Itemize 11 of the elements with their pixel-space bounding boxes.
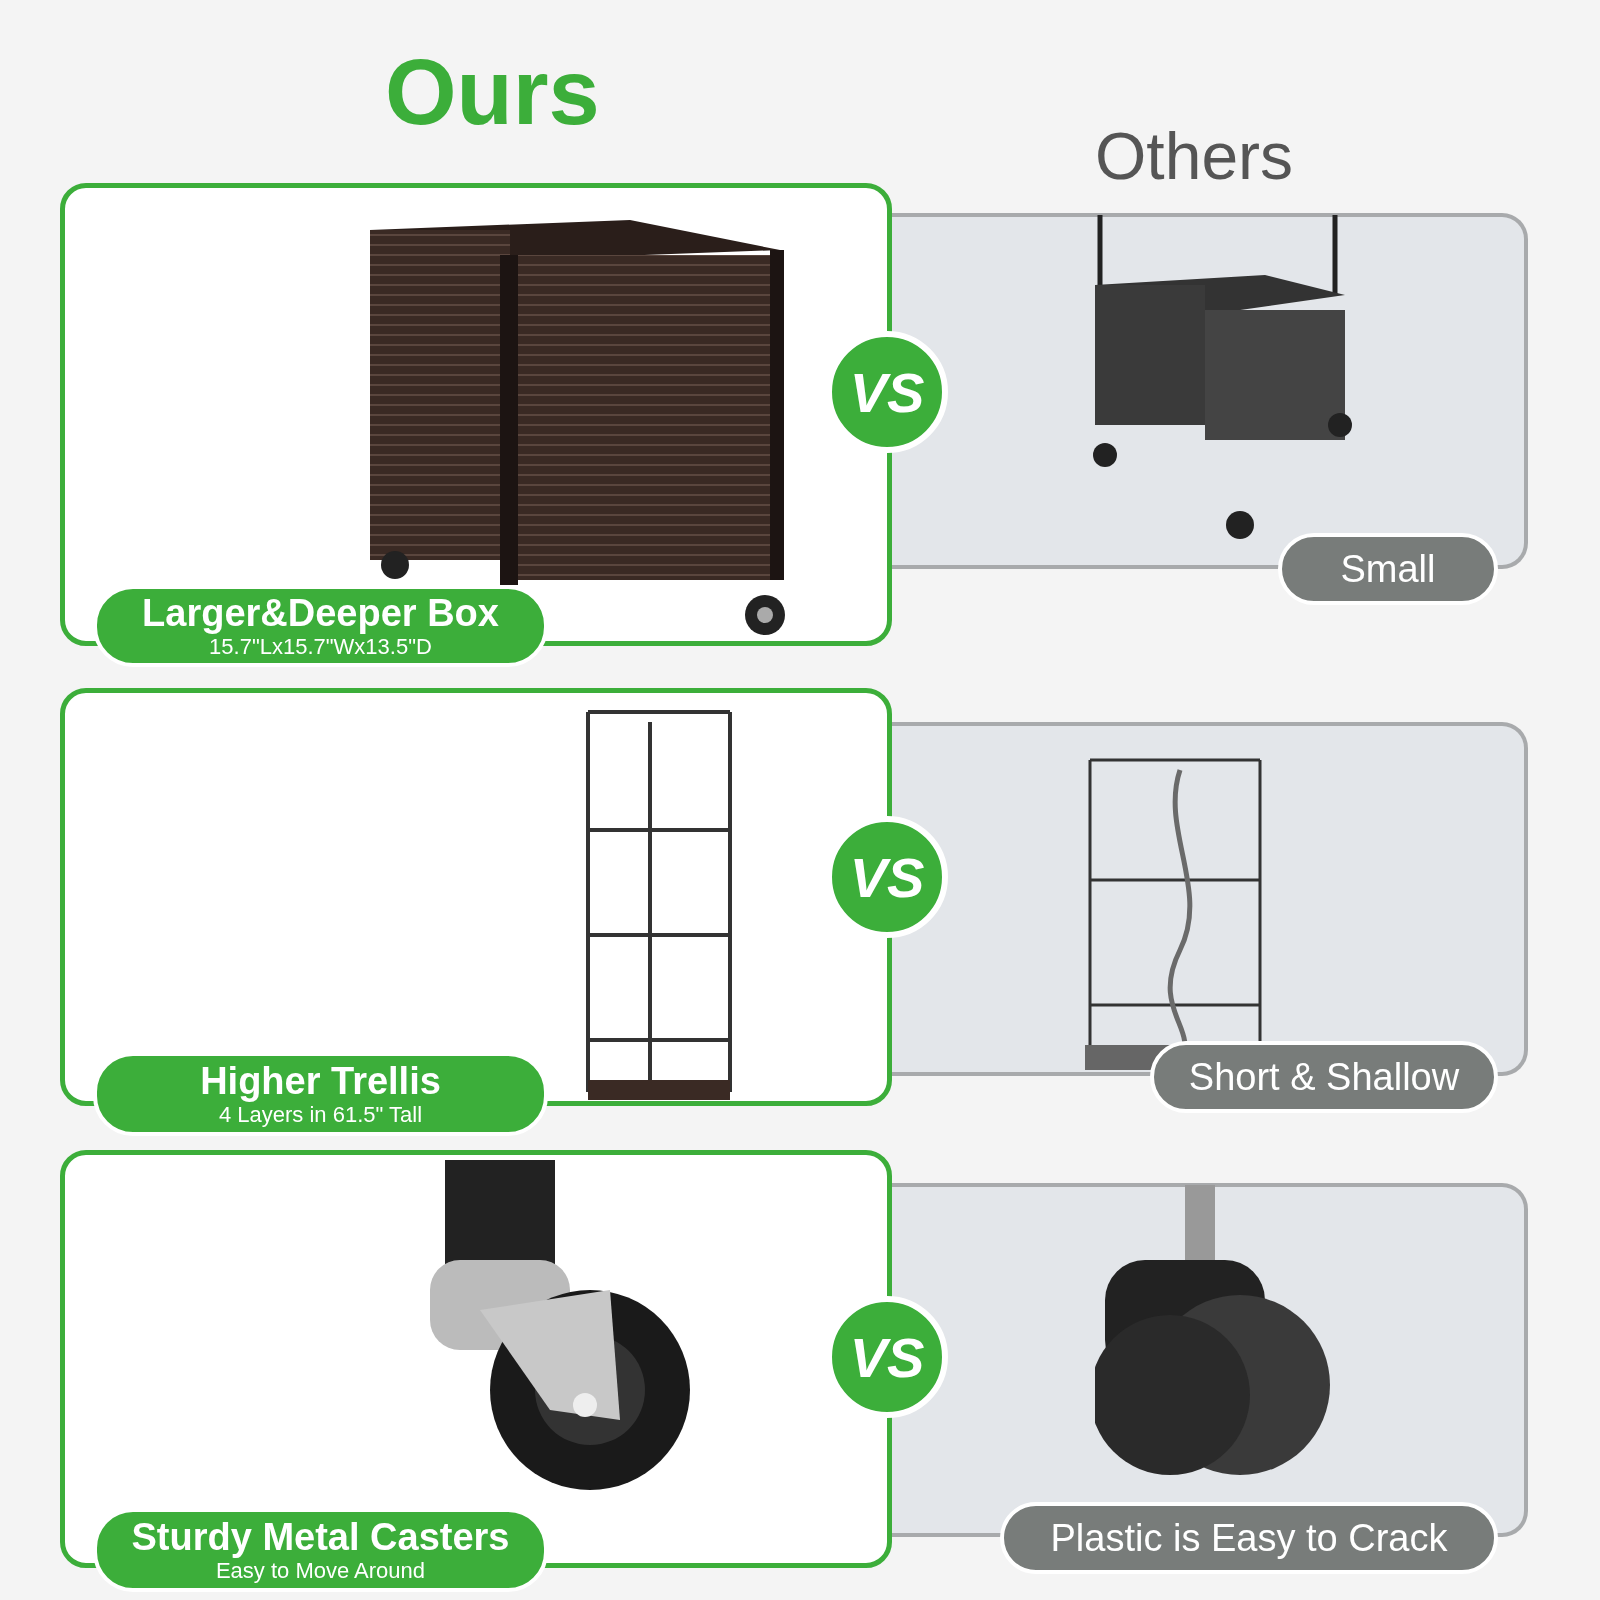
- feature-badge: Small: [1278, 533, 1498, 605]
- badge-subtitle: 4 Layers in 61.5" Tall: [218, 1102, 423, 1128]
- badge-title: Sturdy Metal Casters: [131, 1516, 510, 1558]
- feature-badge: Short & Shallow: [1150, 1041, 1498, 1113]
- badge-subtitle: 15.7"Lx15.7"Wx13.5"D: [209, 634, 432, 660]
- badge-title: Larger&Deeper Box: [142, 592, 499, 634]
- column-heading: Ours: [385, 40, 600, 145]
- badge-subtitle: Easy to Move Around: [215, 1558, 426, 1584]
- column-heading: Others: [1095, 118, 1294, 194]
- badge-title: Higher Trellis: [200, 1060, 441, 1102]
- feature-badge: Plastic is Easy to Crack: [1000, 1502, 1498, 1574]
